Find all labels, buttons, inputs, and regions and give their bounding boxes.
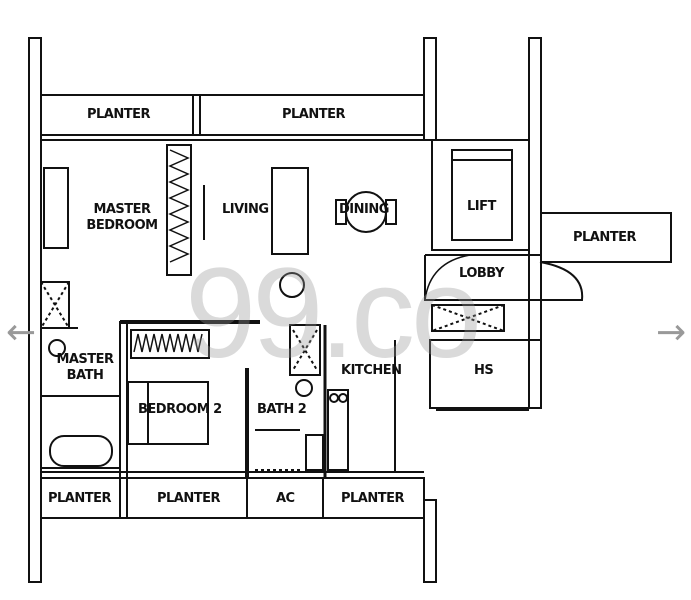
label-kitchen: KITCHEN bbox=[341, 363, 402, 378]
next-image-arrow-icon[interactable]: → bbox=[656, 312, 687, 353]
label-dining: DINING bbox=[339, 202, 389, 217]
label-planter-bottom-1: PLANTER bbox=[48, 491, 112, 506]
label-lobby: LOBBY bbox=[459, 266, 504, 281]
label-planter-top-left: PLANTER bbox=[87, 107, 151, 122]
label-lift: LIFT bbox=[467, 199, 496, 214]
label-planter-top-right: PLANTER bbox=[282, 107, 346, 122]
label-master-bath: MASTER BATH bbox=[56, 352, 114, 383]
label-master-bedroom: MASTER BEDROOM bbox=[86, 202, 158, 233]
label-bedroom-2: BEDROOM 2 bbox=[138, 402, 222, 417]
label-hs: HS bbox=[474, 363, 494, 378]
label-planter-bottom-3: PLANTER bbox=[341, 491, 405, 506]
label-planter-bottom-2: PLANTER bbox=[157, 491, 221, 506]
watermark: 99.co bbox=[185, 242, 482, 385]
label-bath-2: BATH 2 bbox=[257, 402, 307, 417]
label-planter-right: PLANTER bbox=[573, 230, 637, 245]
prev-image-arrow-icon[interactable]: ← bbox=[6, 312, 37, 353]
label-living: LIVING bbox=[222, 202, 269, 217]
label-ac: AC bbox=[276, 491, 295, 506]
